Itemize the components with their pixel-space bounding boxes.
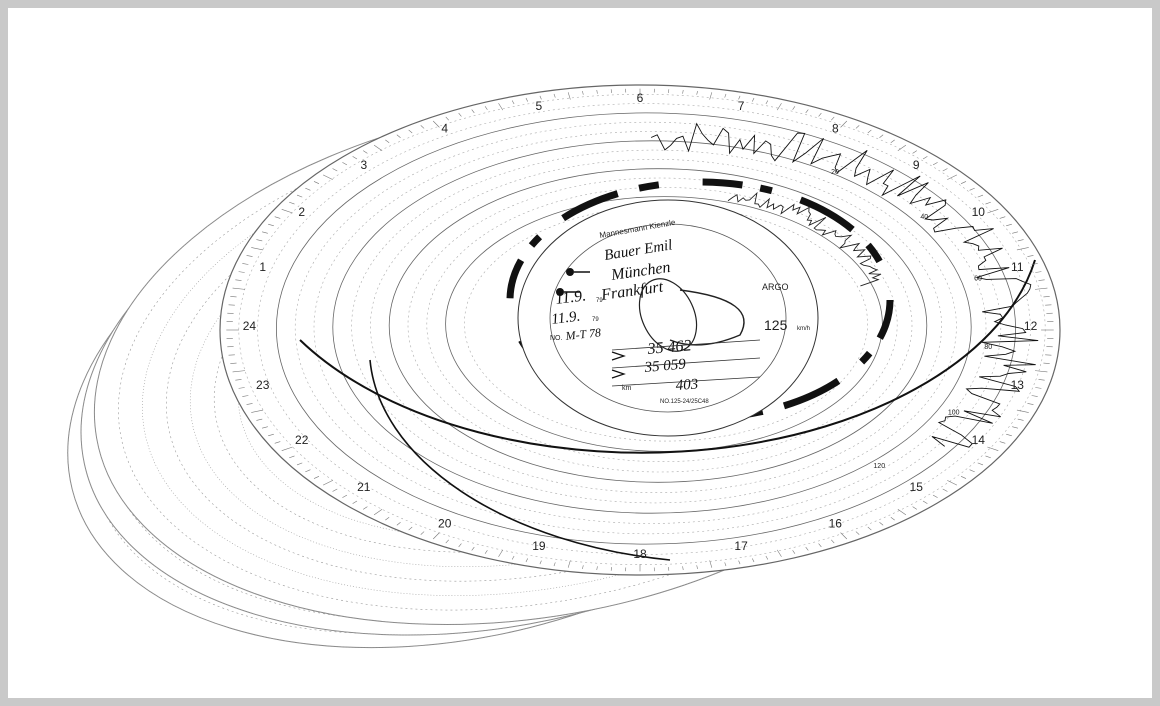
speed-label: 120 <box>873 463 885 470</box>
speed-label: 100 <box>948 410 960 417</box>
odometer-end: 35 462 <box>646 337 692 358</box>
hour-label: 1 <box>259 260 266 274</box>
end-dot-icon <box>556 288 564 296</box>
speed-label: 80 <box>984 344 992 351</box>
hour-label: 17 <box>734 539 748 553</box>
speed-label: 60 <box>974 275 982 282</box>
speed-limit: 125 <box>764 317 788 333</box>
hour-label: 6 <box>637 91 644 105</box>
date-end: 11.9. <box>551 309 582 328</box>
speed-scale: 20 40 60 80 100 120 <box>831 169 992 470</box>
hour-label: 9 <box>913 158 920 172</box>
year-end: 79 <box>592 317 599 323</box>
activity-ring <box>506 178 894 422</box>
hour-label: 16 <box>829 516 843 530</box>
hour-label: 10 <box>972 205 986 219</box>
hour-label: 2 <box>298 205 305 219</box>
hour-label: 5 <box>536 99 543 113</box>
hour-label: 20 <box>438 516 452 530</box>
hour-label: 14 <box>972 433 986 447</box>
distance-unit: km <box>622 385 632 392</box>
hour-label: 13 <box>1011 378 1025 392</box>
hour-label: 22 <box>295 433 309 447</box>
hour-label: 21 <box>357 480 371 494</box>
hour-label: 19 <box>532 539 546 553</box>
disc-center-label: Mannesmann Kienzle Bauer Emil München Fr… <box>517 199 819 437</box>
hour-label: 12 <box>1024 319 1038 333</box>
distance: 403 <box>675 376 699 394</box>
plate-prefix: NO. <box>550 335 563 342</box>
form-number: NO.125-24/25C48 <box>660 399 709 405</box>
speed-label: 40 <box>920 214 928 221</box>
hour-label: 23 <box>256 378 270 392</box>
speed-label: 20 <box>831 169 839 176</box>
year-start: 79 <box>596 298 603 304</box>
hour-label: 8 <box>832 122 839 136</box>
start-dot-icon <box>566 268 574 276</box>
speed-unit: km/h <box>797 326 810 332</box>
vehicle-plate: M-T 78 <box>564 325 602 343</box>
model-text: ARGO <box>762 282 789 292</box>
date-start: 11.9. <box>554 287 587 308</box>
speed-trace <box>650 122 1039 448</box>
hour-label: 15 <box>910 480 924 494</box>
odometer-start: 35 059 <box>643 356 687 376</box>
odometer-start-arrow-icon <box>611 369 626 379</box>
odometer-end-arrow-icon <box>611 351 626 361</box>
time-arc <box>299 259 1036 454</box>
inner-trace-line <box>727 191 881 287</box>
hour-label: 7 <box>738 99 745 113</box>
hour-label: 24 <box>243 319 257 333</box>
hour-label: 3 <box>360 158 367 172</box>
speed-trace-line <box>650 122 1039 448</box>
hour-label: 4 <box>441 122 448 136</box>
hour-label: 18 <box>633 547 647 561</box>
hour-label: 11 <box>1011 260 1024 274</box>
